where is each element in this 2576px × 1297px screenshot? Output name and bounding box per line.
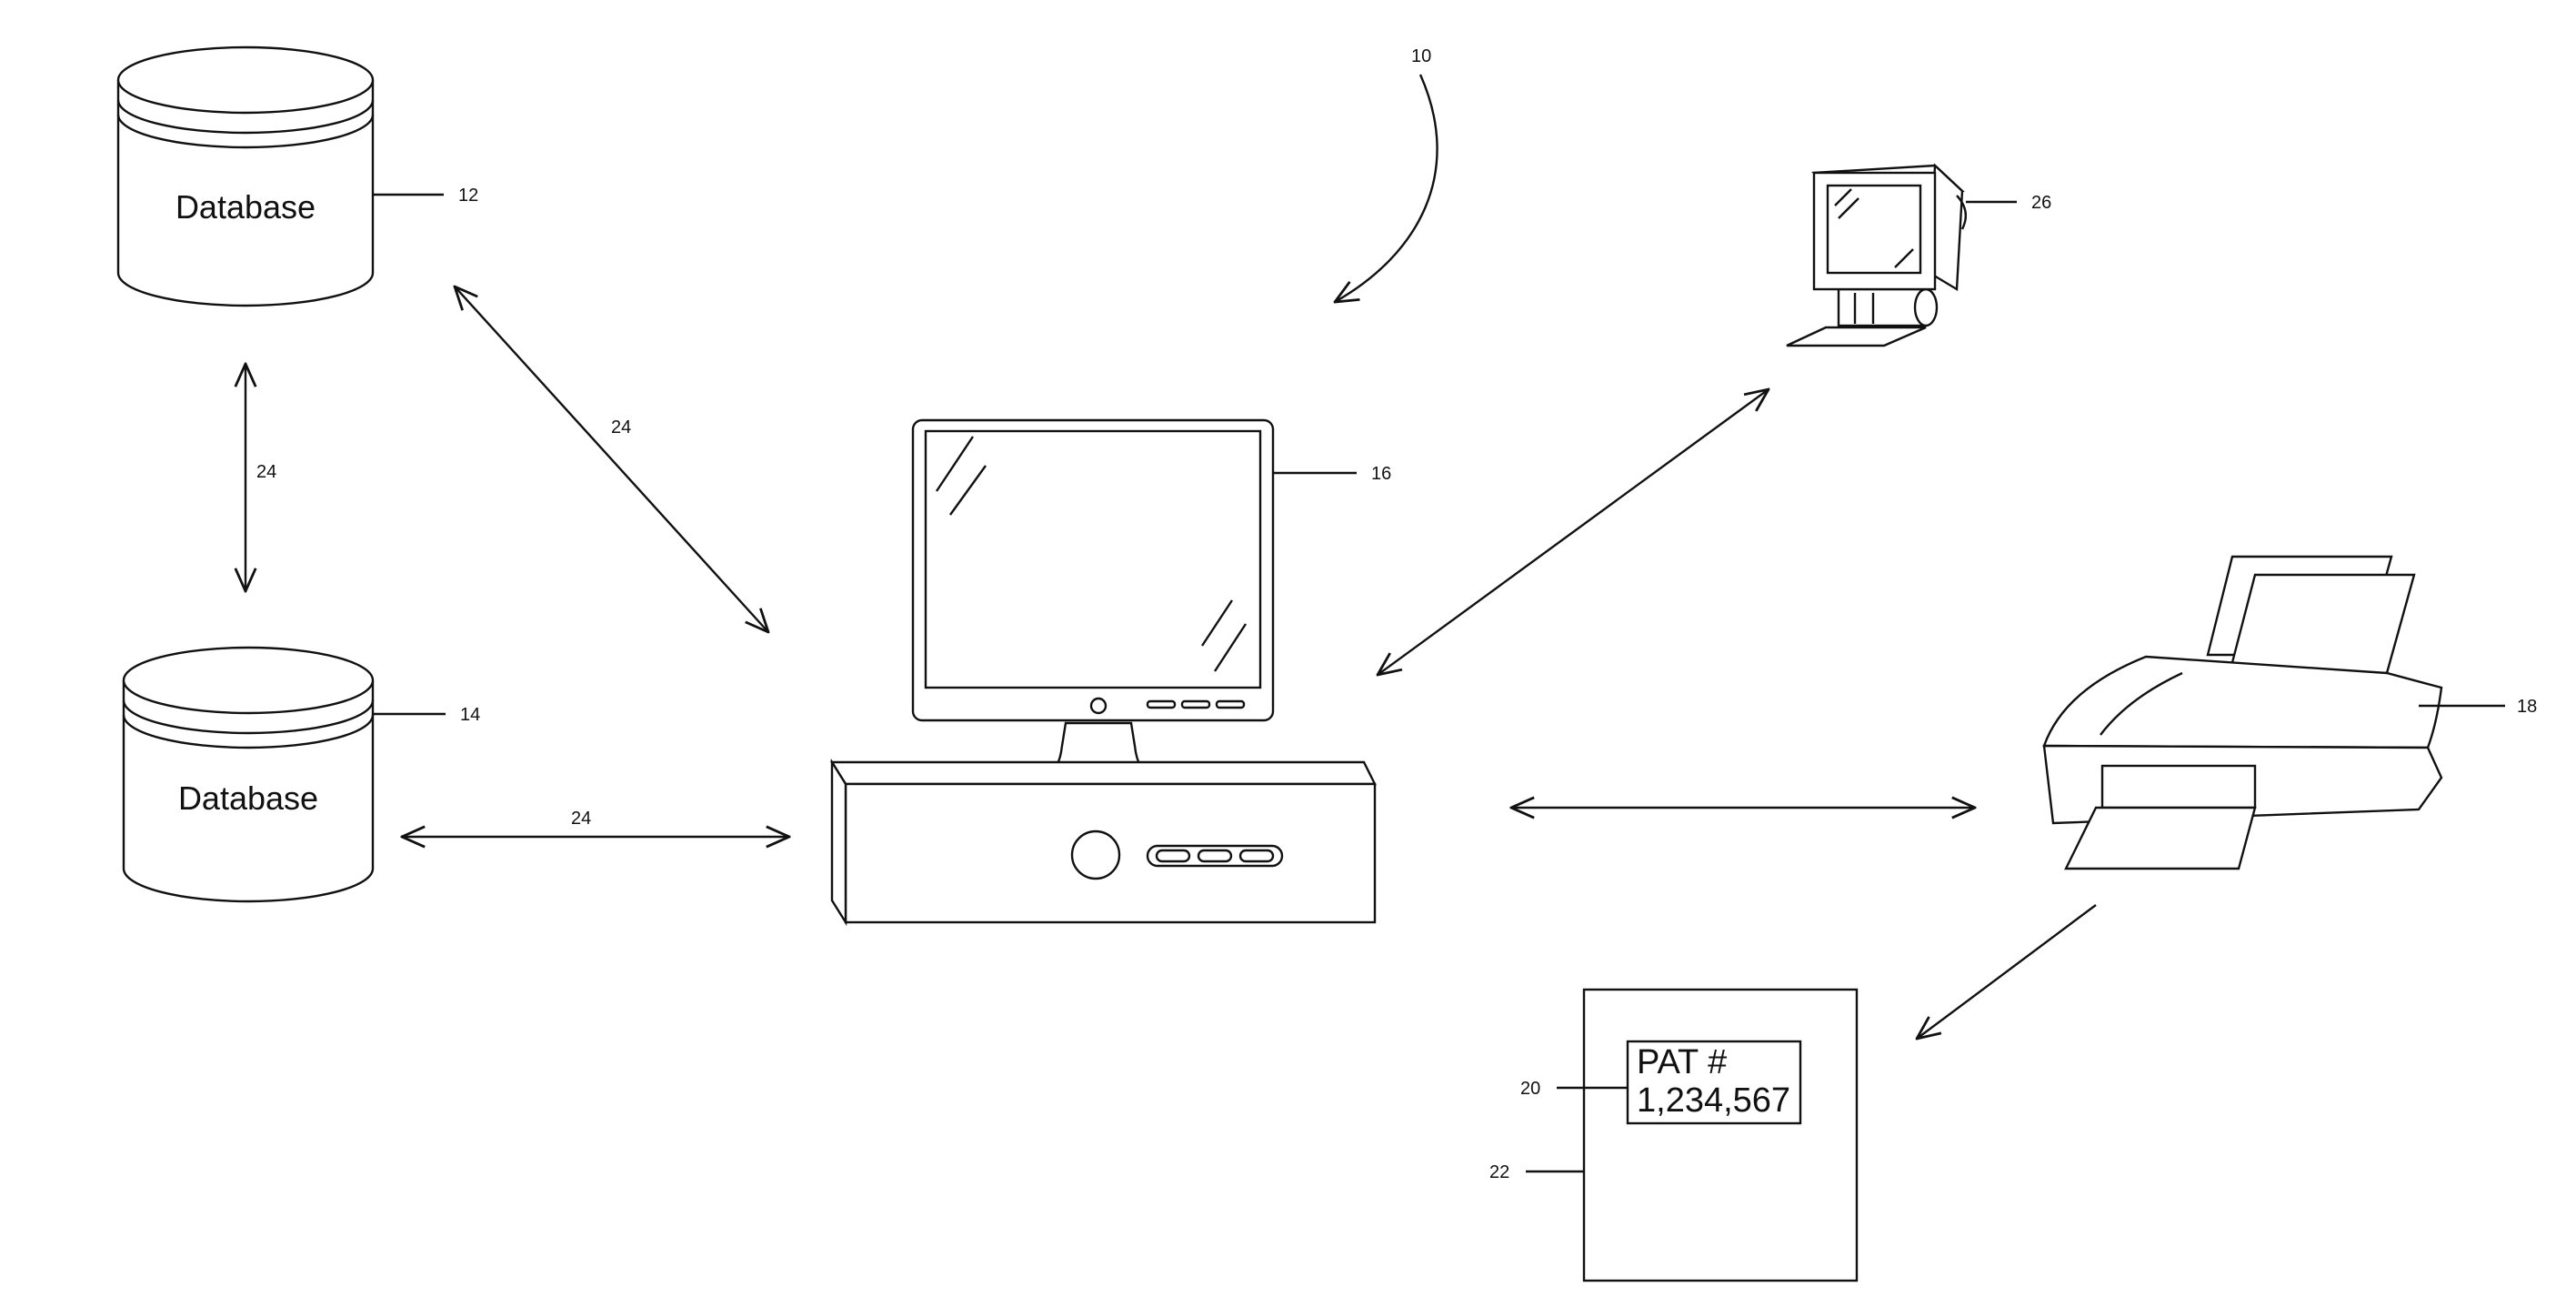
monitor-button-1: [1148, 701, 1175, 708]
monitor-screen: [926, 431, 1260, 688]
link-computer-to-scanner: [1378, 389, 1769, 675]
document-page: [1584, 990, 1857, 1281]
drive-slot-1: [1157, 850, 1189, 861]
link-db-top-to-computer-ref: 24: [611, 417, 631, 437]
link-computer-to-scanner-arrow: [1378, 389, 1769, 675]
database-bottom: Database 14: [124, 648, 480, 901]
monitor-button-3: [1217, 701, 1244, 708]
printer-output-slot: [2102, 766, 2255, 808]
power-button-icon: [1072, 831, 1119, 879]
scanner-base-plate: [1787, 327, 1926, 346]
document-label-line-1: PAT #: [1637, 1043, 1727, 1081]
document-label-ref: 20: [1520, 1079, 1540, 1099]
database-top-lid: [118, 47, 373, 113]
scanner: 26: [1787, 166, 2051, 346]
database-bottom-label: Database: [178, 779, 318, 817]
drive-slot-2: [1198, 850, 1231, 861]
link-printer-to-document-arrow: [1917, 905, 2096, 1039]
link-printer-to-document: [1917, 905, 2096, 1039]
database-top-label: Database: [175, 188, 316, 226]
document: PAT # 1,234,567 20 22: [1489, 990, 1857, 1281]
scanner-roller-icon: [1915, 289, 1937, 326]
tower-side: [832, 762, 846, 922]
printer-output-tray: [2066, 808, 2255, 869]
computer-ref: 16: [1371, 464, 1391, 484]
database-bottom-lid: [124, 648, 373, 713]
system-ref-arrow: [1335, 75, 1438, 302]
drive-slot-3: [1240, 850, 1273, 861]
scanner-neck: [1839, 289, 1926, 326]
printer-ref: 18: [2517, 697, 2537, 717]
link-db-bottom-to-computer: 24: [402, 809, 789, 837]
monitor-button-2: [1182, 701, 1209, 708]
computer: 16: [832, 420, 1391, 922]
database-top-ref: 12: [458, 186, 478, 206]
scanner-ref: 26: [2031, 193, 2051, 213]
link-db-to-db-ref: 24: [256, 462, 276, 482]
tower-top: [832, 762, 1375, 784]
printer: 18: [2044, 557, 2537, 869]
link-db-top-to-computer: 24: [455, 287, 768, 632]
system-reference: 10: [1335, 46, 1438, 302]
database-top: Database 12: [118, 47, 478, 306]
monitor-power-icon: [1091, 699, 1106, 713]
document-label-line-2: 1,234,567: [1637, 1081, 1790, 1120]
document-ref: 22: [1489, 1162, 1509, 1182]
link-db-to-db: 24: [246, 364, 276, 591]
printer-paper-front: [2230, 575, 2414, 673]
link-db-bottom-to-computer-ref: 24: [571, 809, 591, 829]
database-bottom-ref: 14: [460, 705, 480, 725]
system-ref-label: 10: [1411, 46, 1431, 66]
link-db-top-to-computer-arrow: [455, 287, 768, 632]
